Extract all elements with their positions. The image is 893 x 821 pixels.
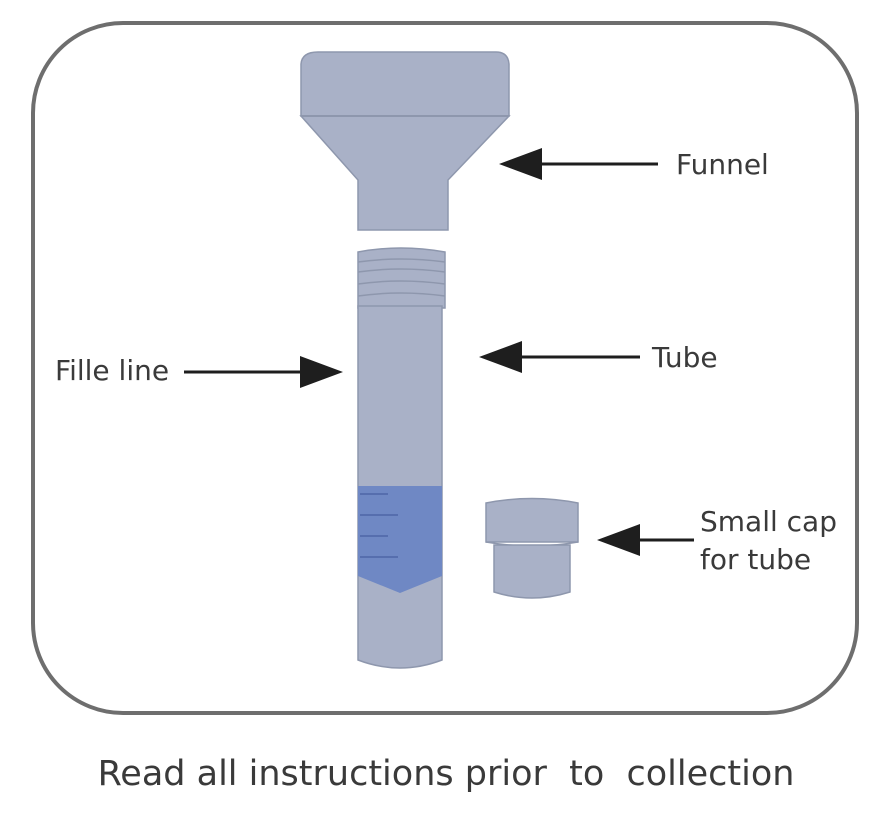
tube-label: Tube bbox=[651, 341, 718, 374]
fill-line-label: Fille line bbox=[55, 354, 169, 387]
sample-fill-area bbox=[358, 486, 442, 593]
small-cap-label-line1: Small cap bbox=[700, 505, 837, 538]
small-cap-illustration bbox=[485, 497, 579, 599]
funnel-label: Funnel bbox=[676, 148, 769, 181]
fill-line-arrow bbox=[184, 356, 343, 388]
funnel-illustration bbox=[299, 51, 511, 231]
instructions-footer: Read all instructions prior to collectio… bbox=[98, 754, 795, 794]
funnel-arrow bbox=[499, 148, 658, 180]
tube-illustration bbox=[357, 247, 446, 669]
small-cap-label-line2: for tube bbox=[700, 543, 811, 576]
small-cap-arrow bbox=[597, 524, 694, 556]
tube-arrow bbox=[479, 341, 640, 373]
